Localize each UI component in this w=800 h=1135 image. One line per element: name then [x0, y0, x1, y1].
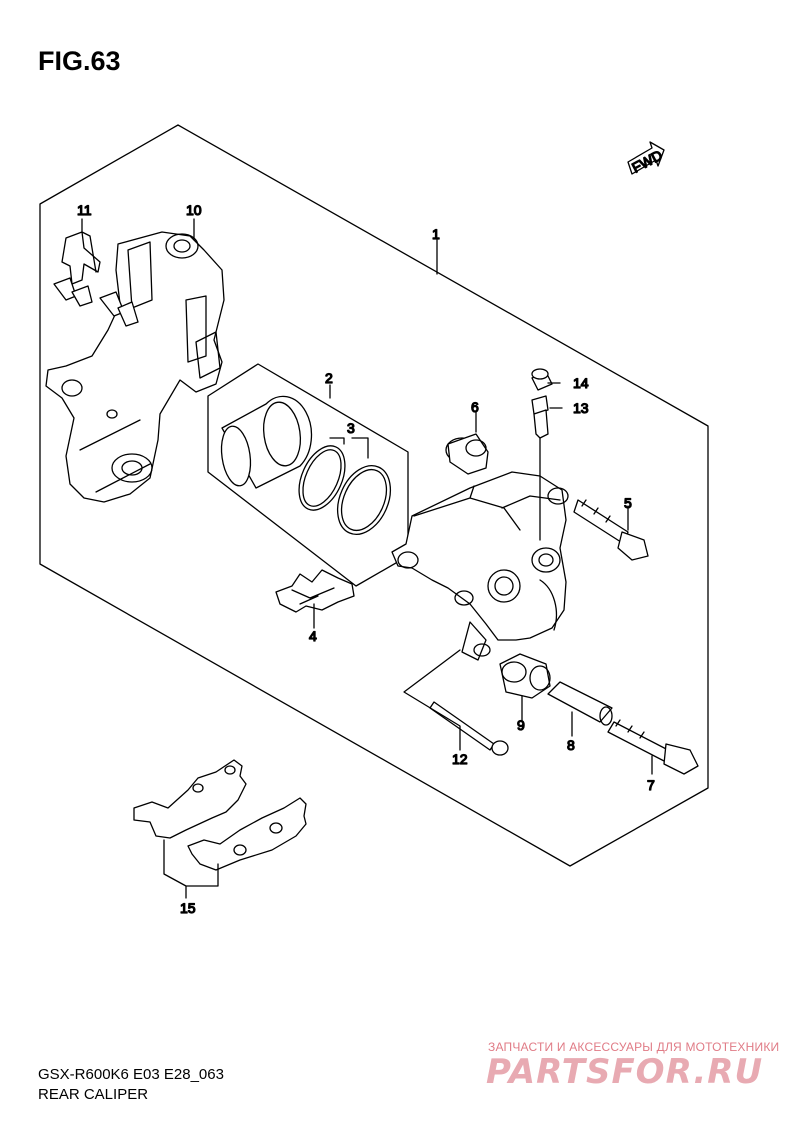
caliper-bracket [45, 231, 225, 503]
pad-spring-clips [53, 231, 139, 327]
caliper-body [391, 471, 569, 661]
assembly-outline [39, 124, 709, 867]
watermark-logo: PARTSFOR.RU [486, 1052, 764, 1092]
fwd-arrow-icon: FWD [627, 141, 665, 176]
callout-5: 5 [624, 495, 632, 511]
callout-9: 9 [517, 717, 525, 733]
watermark-tagline: ЗАПЧАСТИ И АКСЕССУАРЫ ДЛЯ МОТОТЕХНИКИ [488, 1040, 780, 1054]
pad-pin [429, 701, 509, 756]
callout-2: 2 [325, 370, 333, 386]
model-code: GSX-R600K6 E03 E28_063 [38, 1066, 224, 1083]
bleeder-valve [531, 395, 549, 439]
pad-spring [275, 569, 355, 613]
callout-8: 8 [567, 737, 575, 753]
callout-6: 6 [471, 399, 479, 415]
callout-10: 10 [186, 202, 202, 218]
callout-3: 3 [347, 420, 355, 436]
figure-title: FIG.63 [38, 46, 121, 76]
slide-pin-sleeve [547, 681, 613, 726]
callout-15: 15 [180, 900, 196, 916]
callout-7: 7 [647, 777, 655, 793]
caliper-piston [220, 395, 313, 489]
callout-12: 12 [452, 751, 468, 767]
callout-11: 11 [77, 202, 92, 218]
callout-13: 13 [573, 400, 589, 416]
caliper-bolt-upper [573, 499, 649, 561]
callout-4: 4 [309, 628, 317, 644]
callout-1: 1 [432, 226, 440, 242]
bleeder-cap [531, 368, 553, 391]
callout-14: 14 [573, 375, 589, 391]
piston-seals [298, 445, 392, 535]
slide-pin-boot-lower [499, 653, 551, 699]
caliper-bolt-lower [607, 719, 699, 775]
brake-pad-set [133, 759, 307, 871]
leader-lines [81, 218, 653, 899]
slide-pin-boot-upper [445, 433, 489, 475]
section-name: REAR CALIPER [38, 1086, 149, 1103]
